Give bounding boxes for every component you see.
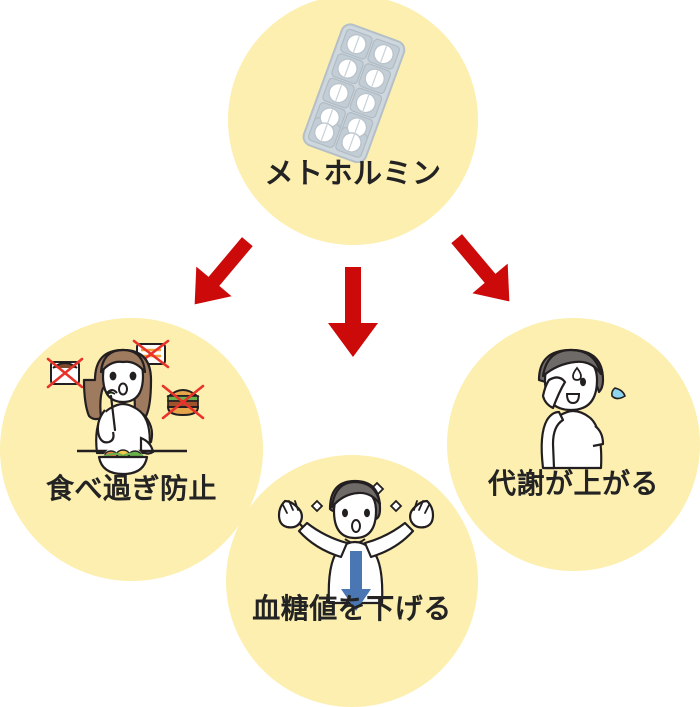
node-lower-blood-sugar-label: 血糖値を下げる <box>252 593 452 624</box>
node-prevent-overeating: 食べ過ぎ防止 <box>0 318 263 581</box>
person-wiping-sweat-icon <box>499 340 649 485</box>
node-lower-blood-sugar-content: 血糖値を下げる <box>226 455 478 707</box>
person-arms-raised-down-arrow-icon <box>257 473 447 618</box>
woman-eating-salad-icon <box>37 338 227 493</box>
arrow-to-blood-sugar <box>318 265 388 365</box>
node-metformin-label: メトホルミン <box>264 158 442 190</box>
node-metabolism-up-label: 代謝が上がる <box>487 468 659 499</box>
node-metformin: メトホルミン <box>228 0 478 245</box>
node-metformin-content: メトホルミン <box>228 0 478 245</box>
arrow-to-metabolism <box>438 225 528 320</box>
node-metabolism-up-content: 代謝が上がる <box>447 318 700 571</box>
arrow-to-overeating <box>176 228 266 323</box>
node-prevent-overeating-label: 食べ過ぎ防止 <box>45 473 217 504</box>
node-lower-blood-sugar: 血糖値を下げる <box>226 455 478 707</box>
pill-blister-pack-icon <box>278 23 428 168</box>
blood-sugar-down-arrow <box>341 551 371 611</box>
node-prevent-overeating-content: 食べ過ぎ防止 <box>0 318 263 581</box>
node-metabolism-up: 代謝が上がる <box>447 318 700 571</box>
